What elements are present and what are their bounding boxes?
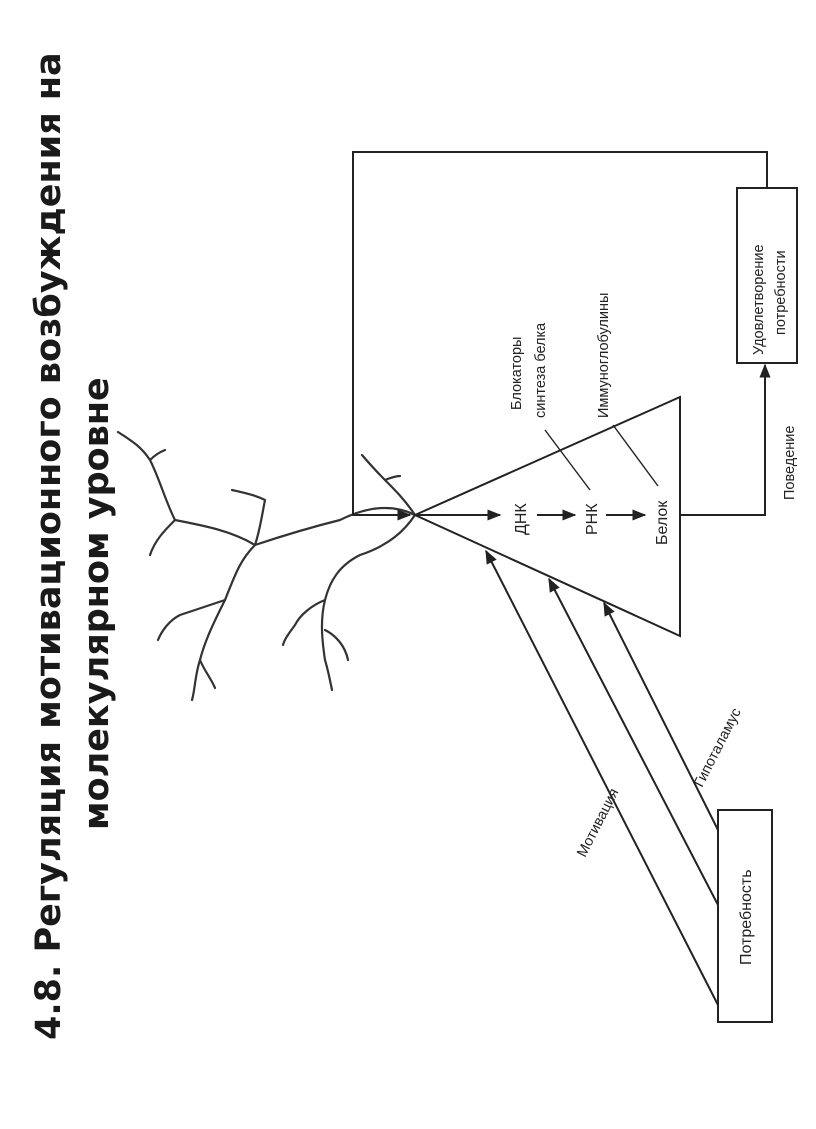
cell-triangle [412,395,681,638]
node-rna: РНК [584,503,601,535]
satisfaction-line-2: потребности [773,250,789,335]
label-blockers-line-1: Блокаторы [509,337,525,410]
label-immunoglobulins: Иммуноглобулины [596,293,612,418]
label-hypothalamus: Гипоталамус [691,706,744,790]
middle-arrow [548,577,719,906]
hypothalamus-arrow [603,601,719,831]
title-line-2: молекулярном уровне [77,377,117,830]
need-box [717,809,773,1023]
behavior-arrow [680,363,771,516]
satisfaction-line-1: Удовлетворение [751,244,767,355]
node-dna: ДНК [513,503,530,535]
node-protein: Белок [654,500,671,545]
label-blockers-line-2: синтеза белка [533,322,549,418]
label-motivation: Мотивация [574,786,622,860]
title-line-1: 4.8. Регуляция мотивационного возбуждени… [29,52,69,1040]
feedback-loop-line [352,151,768,521]
satisfaction-box [736,187,798,364]
motivation-arrow [485,549,719,1006]
pointer-immunoglobulins [612,424,659,487]
label-behavior: Поведение [782,426,798,500]
need-label: Потребность [738,869,755,965]
pointer-blockers [544,429,591,491]
neuron-icon [116,430,417,702]
